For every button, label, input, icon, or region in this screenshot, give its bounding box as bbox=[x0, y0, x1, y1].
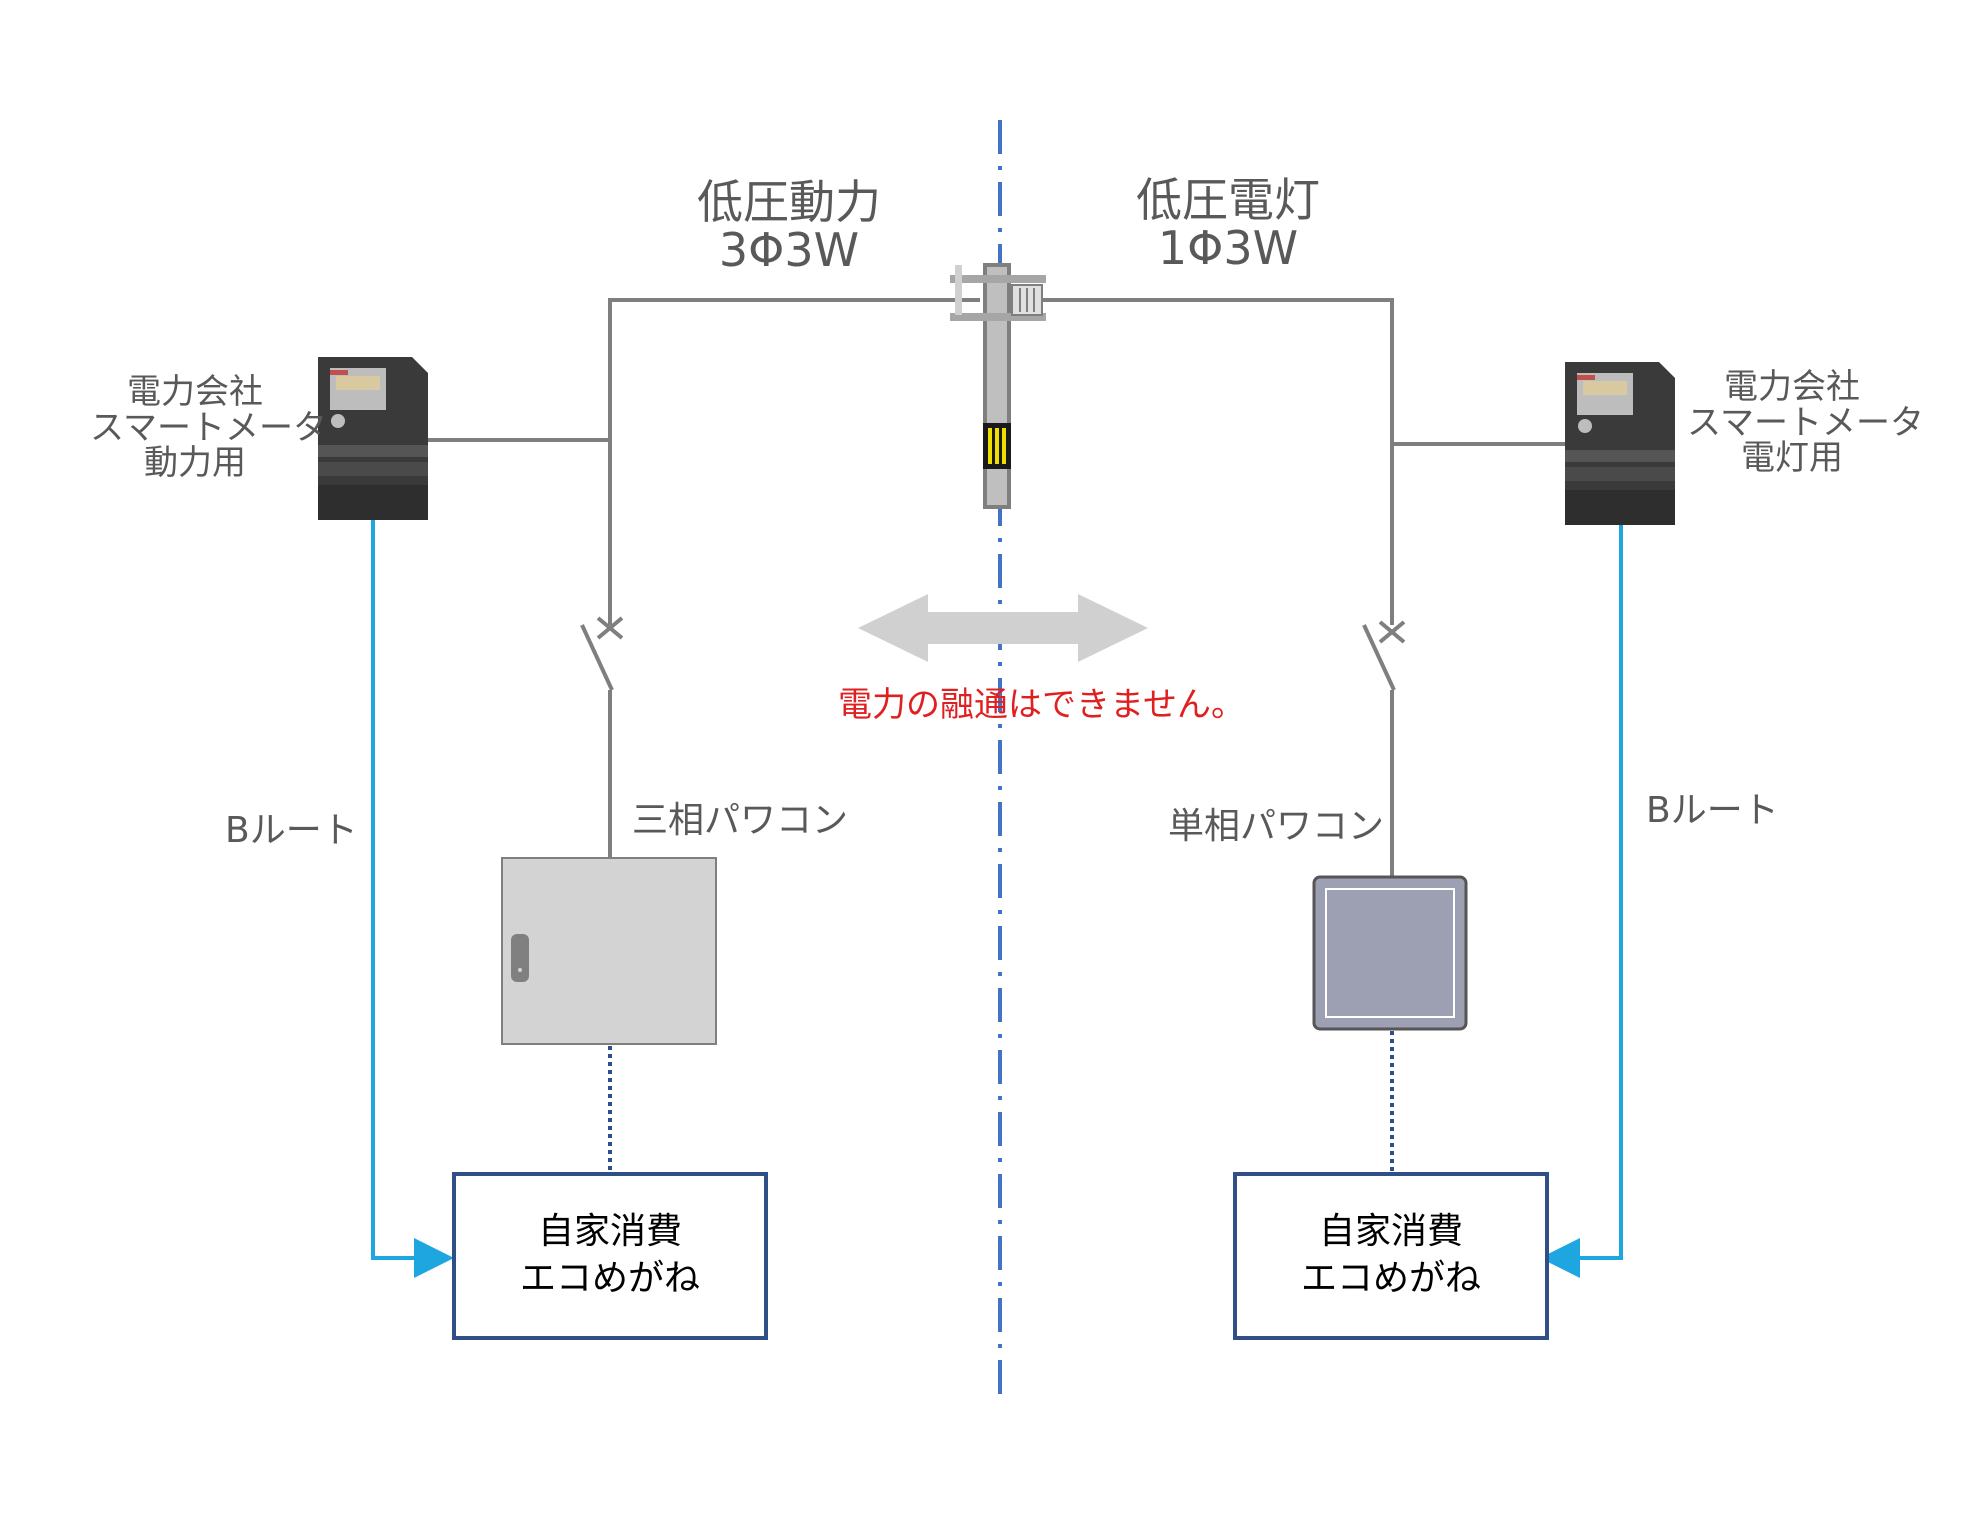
right-switch-icon bbox=[1362, 620, 1406, 691]
right-service-spec: 1Φ3W bbox=[1157, 221, 1299, 276]
right-meter-label-line2: スマートメータ bbox=[1687, 402, 1924, 443]
right-b-route-label: Bルート bbox=[1646, 790, 1779, 831]
right-service-wire bbox=[1030, 298, 1394, 625]
right-service-label: 低圧電灯 1Φ3W bbox=[1128, 176, 1328, 273]
left-service-spec: 3Φ3W bbox=[718, 223, 860, 278]
right-meter-label: 電力会社 スマートメータ 電灯用 bbox=[1687, 367, 1924, 479]
left-box-line2: エコめがね bbox=[519, 1258, 700, 1299]
utility-pole-icon bbox=[950, 263, 1046, 509]
single-phase-inverter-icon bbox=[1312, 875, 1468, 1031]
power-wires bbox=[428, 298, 1565, 877]
left-meter-label: 電力会社 スマートメータ 動力用 bbox=[90, 372, 327, 484]
left-b-route-label: Bルート bbox=[225, 810, 358, 851]
right-service-title: 低圧電灯 bbox=[1136, 173, 1320, 227]
three-phase-inverter-icon bbox=[501, 857, 717, 1045]
double-arrow-icon bbox=[858, 594, 1148, 662]
no-power-exchange-warning: 電力の融通はできません。 bbox=[838, 685, 1245, 725]
left-meter-label-line1: 電力会社 bbox=[127, 372, 263, 412]
right-b-route-arrow bbox=[1540, 525, 1623, 1278]
three-phase-inverter-label: 三相パワコン bbox=[632, 800, 849, 841]
right-smart-meter-icon bbox=[1565, 362, 1675, 525]
left-service-label: 低圧動力 3Φ3W bbox=[689, 178, 889, 275]
right-meter-label-line1: 電力会社 bbox=[1724, 367, 1860, 407]
left-b-route-arrow bbox=[371, 520, 454, 1278]
left-meter-label-line2: スマートメータ bbox=[90, 407, 327, 448]
right-self-consumption-box: 自家消費 エコめがね bbox=[1233, 1172, 1549, 1340]
left-service-title: 低圧動力 bbox=[697, 175, 881, 229]
right-meter-label-line3: 電灯用 bbox=[1741, 438, 1843, 479]
left-service-wire bbox=[608, 298, 980, 625]
right-box-line1: 自家消費 bbox=[1318, 1211, 1463, 1253]
left-box-line1: 自家消費 bbox=[537, 1211, 682, 1253]
left-self-consumption-box: 自家消費 エコめがね bbox=[452, 1172, 768, 1340]
left-switch-icon bbox=[580, 616, 624, 691]
right-box-line2: エコめがね bbox=[1300, 1258, 1481, 1299]
left-meter-label-line3: 動力用 bbox=[144, 443, 246, 484]
single-phase-inverter-label: 単相パワコン bbox=[1168, 806, 1385, 847]
left-smart-meter-icon bbox=[318, 357, 428, 520]
